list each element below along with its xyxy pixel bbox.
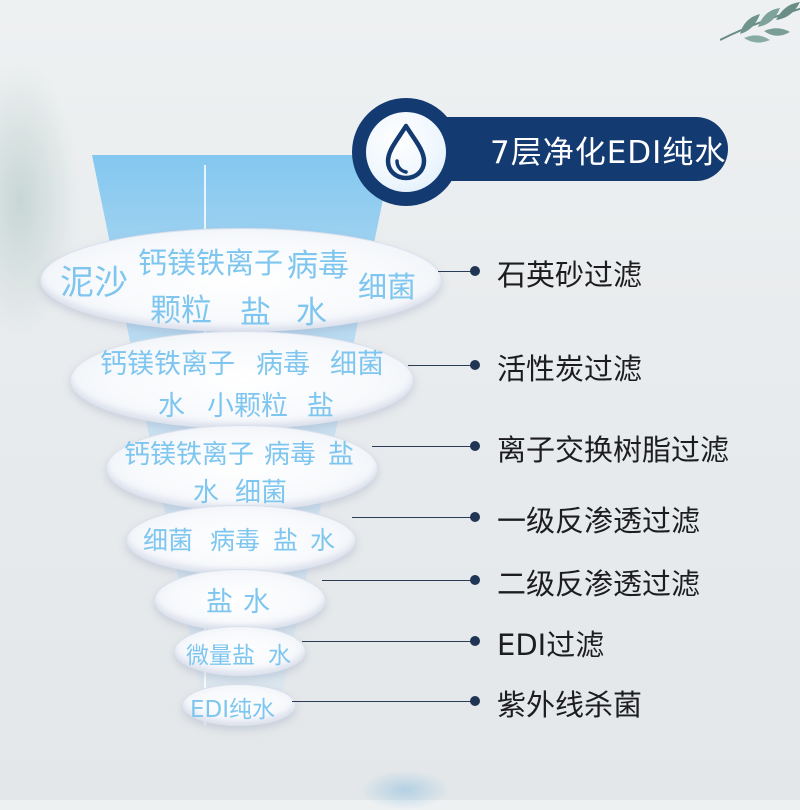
layer1-word-silt: 泥沙 — [60, 263, 128, 303]
filter-layer-2 — [70, 331, 414, 429]
stage-label-2: 活性炭过滤 — [497, 352, 643, 386]
connector-line-7 — [292, 701, 474, 702]
stage-label-3: 离子交换树脂过滤 — [497, 433, 730, 467]
layer1-word-bacteria: 细菌 — [358, 270, 417, 304]
connector-dot-1 — [470, 266, 480, 276]
filter-layer-6 — [174, 626, 306, 676]
stage-label-4: 一级反渗透过滤 — [497, 504, 701, 538]
stage-label-6: EDI过滤 — [497, 628, 605, 662]
connector-line-6 — [302, 641, 474, 642]
connector-dot-3 — [470, 441, 480, 451]
layer1-word-particles: 颗粒 — [150, 293, 212, 329]
layer1-word-virus: 病毒 — [287, 248, 349, 284]
layer3-word-salt: 盐 — [328, 440, 355, 470]
layer3-word-virus: 病毒 — [264, 440, 317, 470]
connector-dot-2 — [470, 360, 480, 370]
layer6-word-trace-salt: 微量盐 — [186, 643, 255, 669]
layer4-word-water: 水 — [310, 526, 336, 555]
connector-dot-5 — [470, 575, 480, 585]
layer4-word-salt: 盐 — [273, 526, 299, 555]
layer5-word-salt: 盐 — [206, 587, 233, 618]
stage-label-7: 紫外线杀菌 — [497, 688, 643, 722]
layer2-word-virus: 病毒 — [256, 349, 310, 380]
layer1-word-water: 水 — [296, 295, 327, 331]
connector-dot-6 — [470, 636, 480, 646]
connector-line-4 — [352, 517, 474, 518]
layer1-word-ions: 钙镁铁离子 — [138, 246, 284, 280]
page-title: 7层净化EDI纯水 — [490, 134, 727, 171]
leaf-decoration-icon — [720, 2, 800, 43]
connector-line-5 — [322, 580, 474, 581]
drop-badge — [352, 98, 460, 206]
bottom-glow — [360, 770, 450, 810]
filter-layer-5 — [154, 569, 326, 631]
layer3-word-ions: 钙镁铁离子 — [124, 440, 255, 470]
layer3-word-bacteria: 细菌 — [235, 478, 288, 508]
layer2-word-ions: 钙镁铁离子 — [100, 349, 235, 380]
filter-layer-7 — [182, 684, 296, 726]
water-drop-icon — [385, 123, 427, 181]
layer2-word-salt: 盐 — [307, 391, 334, 422]
layer4-word-virus: 病毒 — [210, 526, 261, 555]
layer1-word-salt: 盐 — [240, 295, 271, 331]
connector-line-1 — [438, 271, 474, 272]
filter-layer-3 — [106, 425, 378, 511]
connector-line-3 — [372, 446, 474, 447]
layer7-word-edi-water: EDI纯水 — [190, 697, 276, 723]
layer2-word-water: 水 — [158, 391, 185, 422]
layer6-word-water: 水 — [268, 643, 291, 669]
stage-label-5: 二级反渗透过滤 — [497, 567, 701, 601]
layer3-word-water: 水 — [193, 478, 220, 508]
drop-badge-inner — [366, 112, 446, 192]
title-banner: 7层净化EDI纯水 — [440, 117, 728, 181]
layer5-word-water: 水 — [243, 587, 270, 618]
layer2-word-bacteria: 细菌 — [330, 349, 384, 380]
connector-dot-7 — [470, 696, 480, 706]
stage-label-1: 石英砂过滤 — [497, 258, 643, 292]
connector-dot-4 — [470, 512, 480, 522]
layer4-word-bacteria: 细菌 — [143, 526, 194, 555]
connector-line-2 — [408, 365, 474, 366]
layer2-word-small-particles: 小颗粒 — [207, 391, 288, 422]
